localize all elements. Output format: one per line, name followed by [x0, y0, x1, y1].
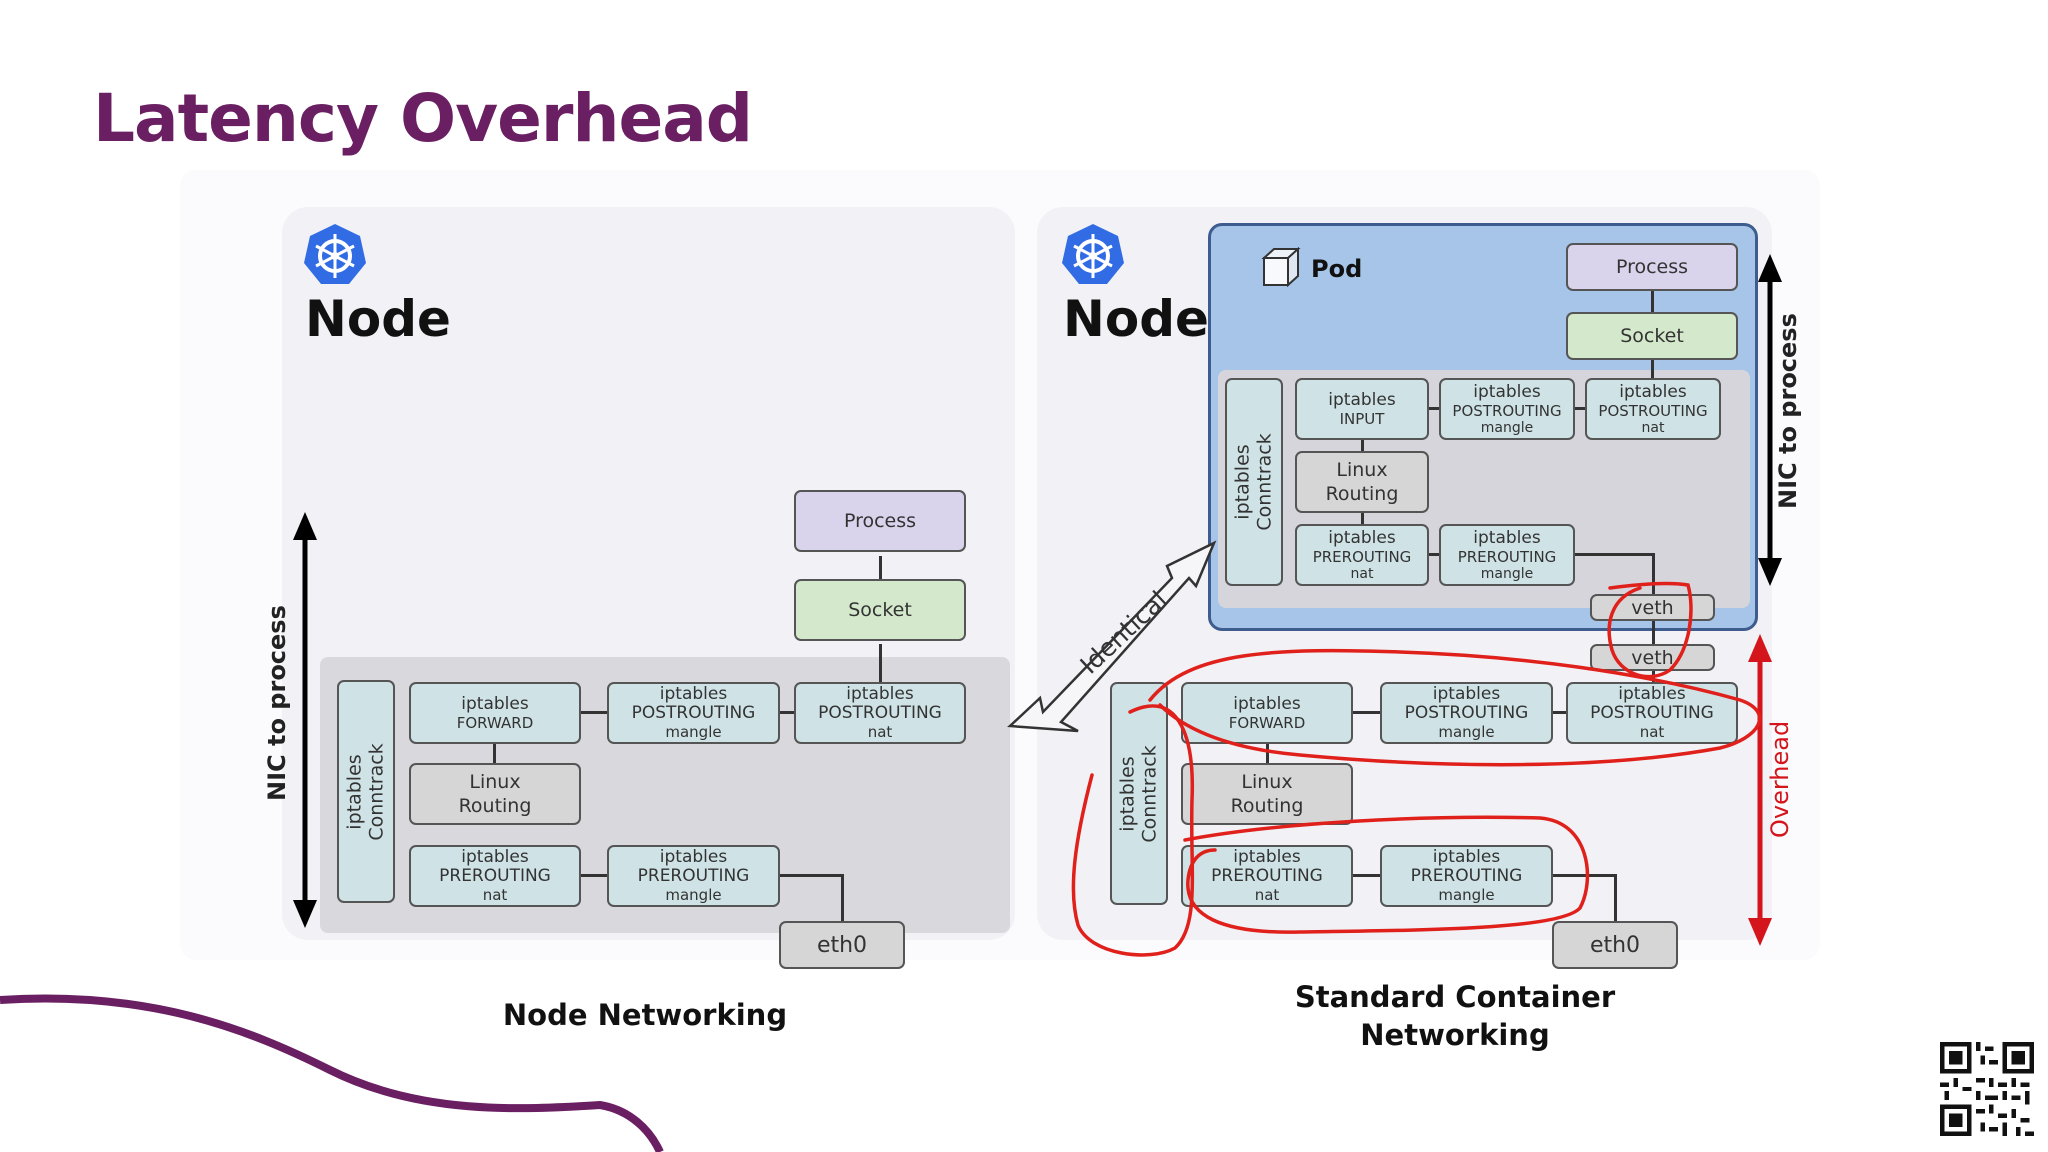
connector — [841, 874, 844, 922]
connector — [778, 874, 843, 877]
left-socket-box: Socket — [794, 579, 966, 641]
right-nic-to-process-label: NIC to process — [1774, 313, 1802, 509]
connector — [1651, 290, 1654, 313]
pod-socket-box: Socket — [1566, 312, 1738, 360]
pod-cube-icon — [1261, 246, 1301, 288]
kubernetes-logo-icon — [1062, 224, 1124, 284]
pod-conntrack-box: iptables Conntrack — [1225, 378, 1283, 586]
connector — [1427, 407, 1441, 410]
left-nic-to-process-label: NIC to process — [263, 605, 291, 801]
page-title: Latency Overhead — [93, 80, 753, 157]
connector — [1266, 744, 1269, 764]
overhead-label: Overhead — [1766, 720, 1794, 838]
connector — [1351, 874, 1383, 877]
connector — [1361, 512, 1364, 524]
right-caption: Standard Container Networking — [1294, 980, 1616, 1052]
connector — [577, 874, 609, 877]
left-node-label: Node — [305, 290, 451, 348]
connector — [1427, 553, 1441, 556]
connector — [493, 744, 496, 764]
qr-code-icon — [1940, 1042, 2034, 1136]
connector — [1573, 407, 1587, 410]
connector — [778, 711, 795, 714]
left-eth0-box: eth0 — [779, 921, 905, 969]
left-process-box: Process — [794, 490, 966, 552]
connector — [1651, 358, 1654, 379]
pod-veth-box: veth — [1590, 594, 1715, 621]
connector — [1573, 553, 1655, 556]
connector — [1361, 440, 1364, 452]
connector — [577, 711, 609, 714]
right-node-label: Node — [1063, 290, 1209, 348]
right-conntrack-box: iptables Conntrack — [1110, 682, 1168, 905]
host-veth-box: veth — [1590, 644, 1715, 671]
left-conntrack-box: iptables Conntrack — [337, 680, 395, 903]
connector — [1614, 874, 1617, 922]
connector — [1652, 553, 1655, 595]
connector — [879, 556, 882, 582]
kubernetes-logo-icon — [304, 224, 366, 284]
pod-process-box: Process — [1566, 243, 1738, 291]
right-eth0-box: eth0 — [1552, 921, 1678, 969]
connector — [1351, 711, 1383, 714]
connector — [879, 644, 882, 684]
left-caption: Node Networking — [502, 998, 788, 1032]
pod-label: Pod — [1311, 255, 1363, 283]
connector — [1652, 620, 1655, 644]
connector — [1551, 874, 1617, 877]
